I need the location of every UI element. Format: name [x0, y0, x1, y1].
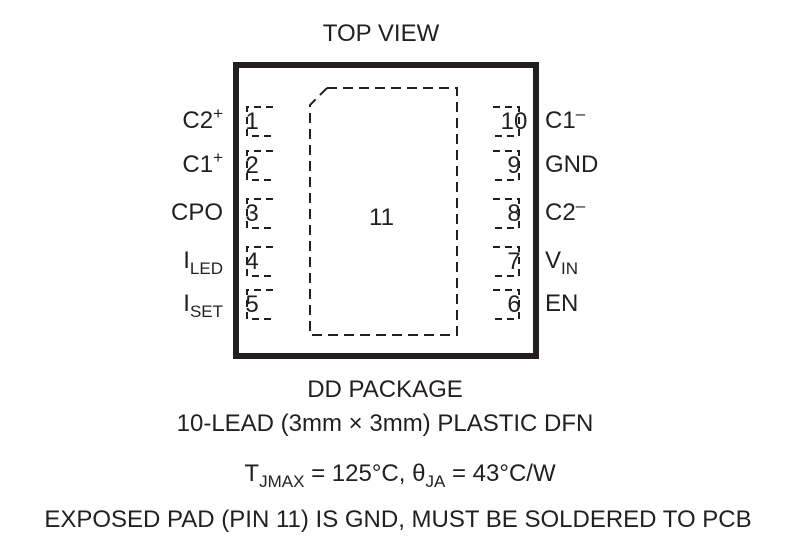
pin-name: I	[183, 290, 190, 317]
theta-subscript: JA	[425, 472, 446, 491]
tj-symbol: T	[244, 460, 260, 487]
pin-label: C2–	[545, 196, 586, 227]
pin-left-4: 4	[239, 246, 273, 277]
pin-number: 1	[245, 108, 259, 135]
pin-label: CPO	[171, 199, 223, 227]
pin-right-1: 10	[493, 106, 527, 137]
tj-subscript: JMAX	[259, 472, 305, 491]
pin-subscript: IN	[561, 259, 579, 278]
pin-label: C1+	[182, 148, 223, 179]
pin-left-5: 5	[239, 289, 273, 320]
theta-value: = 43°C/W	[445, 460, 556, 487]
pin-superscript: –	[575, 196, 586, 215]
pin-subscript: LED	[189, 259, 223, 278]
pin-right-4: 7	[493, 246, 527, 277]
pin-superscript: +	[213, 104, 223, 123]
pin-right-2: 9	[493, 150, 527, 181]
exposed-pad	[309, 87, 458, 336]
pin-number: 8	[507, 200, 521, 227]
pin-name: GND	[545, 151, 599, 178]
pin-number: 2	[245, 152, 259, 179]
pin-name: I	[183, 247, 190, 274]
pin-label: ISET	[183, 290, 223, 321]
pin-number: 4	[245, 248, 259, 275]
pin-name: C1	[182, 151, 214, 178]
pin-superscript: +	[213, 148, 223, 167]
pin-right-5: 6	[493, 289, 527, 320]
pin-name: EN	[545, 290, 579, 317]
pin-left-3: 3	[239, 198, 273, 229]
pin-number: 3	[245, 200, 259, 227]
pin-label: C1–	[545, 104, 586, 135]
pin-number: 10	[500, 108, 528, 135]
pin-number: 5	[245, 291, 259, 318]
pin-label: VIN	[545, 247, 579, 278]
pin-superscript: –	[575, 104, 586, 123]
thermal-spec: TJMAX = 125°C, θJA = 43°C/W	[244, 460, 556, 491]
pin-left-2: 2	[239, 150, 273, 181]
pin-name: CPO	[170, 199, 223, 226]
pin-number: 6	[507, 291, 521, 318]
pin-label: C2+	[182, 104, 223, 135]
pin-name: V	[545, 247, 562, 274]
theta-symbol: θ	[412, 460, 426, 487]
pin-label: GND	[545, 151, 598, 179]
pin-name: C2	[182, 107, 214, 134]
pin-label: EN	[545, 290, 578, 318]
package-description: 10-LEAD (3mm × 3mm) PLASTIC DFN	[176, 410, 594, 437]
pin-left-1: 1	[239, 106, 273, 137]
pin-number: 7	[507, 248, 521, 275]
pin-label: ILED	[183, 247, 223, 278]
solder-note: EXPOSED PAD (PIN 11) IS GND, MUST BE SOL…	[44, 506, 752, 533]
exposed-pad-number: 11	[369, 204, 394, 231]
pin-name: C2	[545, 199, 576, 226]
pin-subscript: SET	[189, 302, 223, 321]
package-name: DD PACKAGE	[307, 376, 463, 403]
package-outline: 11	[233, 62, 539, 359]
pin-name: C1	[545, 107, 576, 134]
tj-value: = 125°C,	[304, 460, 413, 487]
pin-right-3: 8	[493, 198, 527, 229]
diagram-title: TOP VIEW	[322, 20, 440, 47]
pin-number: 9	[507, 152, 521, 179]
